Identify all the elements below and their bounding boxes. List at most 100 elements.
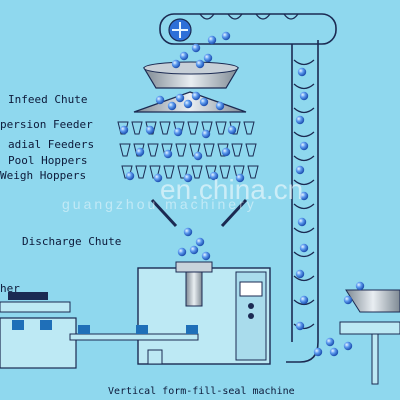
- pool-hopper: [203, 143, 215, 157]
- label-pool-hoppers: Pool Hoppers: [8, 154, 88, 167]
- elevator-bucket: [255, 13, 271, 20]
- elevator-bucket: [199, 13, 215, 20]
- product-ball: [297, 67, 307, 77]
- product-ball: [195, 59, 205, 69]
- product-ball: [299, 91, 309, 101]
- product-ball: [215, 101, 225, 111]
- product-ball: [171, 59, 181, 69]
- elevator-column-outer: [286, 40, 319, 363]
- product-ball: [329, 347, 339, 357]
- label-left-machine: her: [0, 282, 20, 295]
- product-ball: [227, 125, 237, 135]
- product-ball: [299, 243, 309, 253]
- product-ball: [325, 337, 335, 347]
- elevator-bucket: [293, 275, 315, 282]
- pool-hopper: [245, 143, 257, 157]
- product-ball: [299, 141, 309, 151]
- watermark-main: en.china.cn: [160, 174, 304, 205]
- radial-feeder: [131, 121, 143, 135]
- radial-feeder: [159, 121, 171, 135]
- product-ball: [191, 43, 201, 53]
- pool-hopper: [175, 143, 187, 157]
- product-ball: [299, 191, 309, 201]
- label-infeed-chute: Infeed Chute: [8, 93, 88, 106]
- elevator-bucket: [293, 59, 315, 66]
- label-radial-feeders: adial Feeders: [8, 138, 95, 151]
- elevator-bucket: [283, 13, 299, 20]
- elevator-bucket: [293, 203, 315, 210]
- product-ball: [355, 281, 365, 291]
- product-ball: [135, 147, 145, 157]
- pool-hopper: [147, 143, 159, 157]
- product-ball: [163, 149, 173, 159]
- elevator-bucket: [293, 299, 315, 306]
- product-balls: [119, 31, 365, 357]
- watermark-sub: guangzhou machinery: [62, 196, 257, 212]
- product-ball: [207, 35, 217, 45]
- radial-feeder: [187, 121, 199, 135]
- radial-feeder: [243, 121, 255, 135]
- product-ball: [145, 125, 155, 135]
- radial-feeder: [215, 121, 227, 135]
- elevator-buckets: [199, 13, 315, 330]
- conveyor-belt: [69, 325, 199, 341]
- infeed-hopper: [142, 61, 240, 89]
- product-ball: [189, 245, 199, 255]
- product-ball: [343, 341, 353, 351]
- left-conveyor-machine: [0, 292, 77, 369]
- product-ball: [179, 51, 189, 61]
- elevator-bucket: [293, 131, 315, 138]
- product-ball: [235, 173, 245, 183]
- product-ball: [221, 31, 231, 41]
- label-vffs-machine: Vertical form-fill-seal machine: [108, 386, 295, 397]
- product-ball: [209, 171, 219, 181]
- pool-hopper: [119, 143, 131, 157]
- product-ball: [295, 269, 305, 279]
- product-ball: [201, 251, 211, 261]
- elevator-bucket: [293, 227, 315, 234]
- product-ball: [295, 321, 305, 331]
- elevator-bucket: [293, 107, 315, 114]
- discharge-chute-frame: [150, 198, 248, 228]
- product-ball: [183, 227, 193, 237]
- rotary-collecting-table: [339, 289, 400, 385]
- elevator-bucket: [293, 155, 315, 162]
- product-ball: [297, 217, 307, 227]
- vffs-machine: [137, 261, 271, 365]
- product-ball: [201, 129, 211, 139]
- bucket-elevator: [159, 13, 337, 363]
- product-ball: [177, 247, 187, 257]
- weigh-hopper: [219, 165, 231, 179]
- elevator-bucket: [293, 251, 315, 258]
- product-ball: [203, 53, 213, 63]
- elevator-bucket: [293, 179, 315, 186]
- weigh-hopper: [247, 165, 259, 179]
- label-discharge-chute: Discharge Chute: [22, 235, 122, 248]
- product-ball: [299, 295, 309, 305]
- product-ball: [313, 347, 323, 357]
- product-ball: [183, 99, 193, 109]
- product-ball: [153, 173, 163, 183]
- product-ball: [199, 97, 209, 107]
- weigh-hopper: [163, 165, 175, 179]
- elevator-bucket: [227, 13, 243, 20]
- product-ball: [295, 115, 305, 125]
- pool-hopper: [231, 143, 243, 157]
- label-dispersion-feeder: persion Feeder: [0, 118, 93, 131]
- product-ball: [119, 125, 129, 135]
- product-ball: [295, 165, 305, 175]
- product-ball: [175, 93, 185, 103]
- weigh-hopper: [135, 165, 147, 179]
- product-ball: [125, 171, 135, 181]
- elevator-bucket: [293, 323, 315, 330]
- product-ball: [193, 151, 203, 161]
- elevator-wheel-icon: [168, 18, 192, 42]
- elevator-bucket: [293, 83, 315, 90]
- product-ball: [221, 147, 231, 157]
- label-weigh-hoppers: Weigh Hoppers: [0, 169, 87, 182]
- product-ball: [167, 101, 177, 111]
- product-ball: [183, 173, 193, 183]
- product-ball: [191, 91, 201, 101]
- product-ball: [155, 95, 165, 105]
